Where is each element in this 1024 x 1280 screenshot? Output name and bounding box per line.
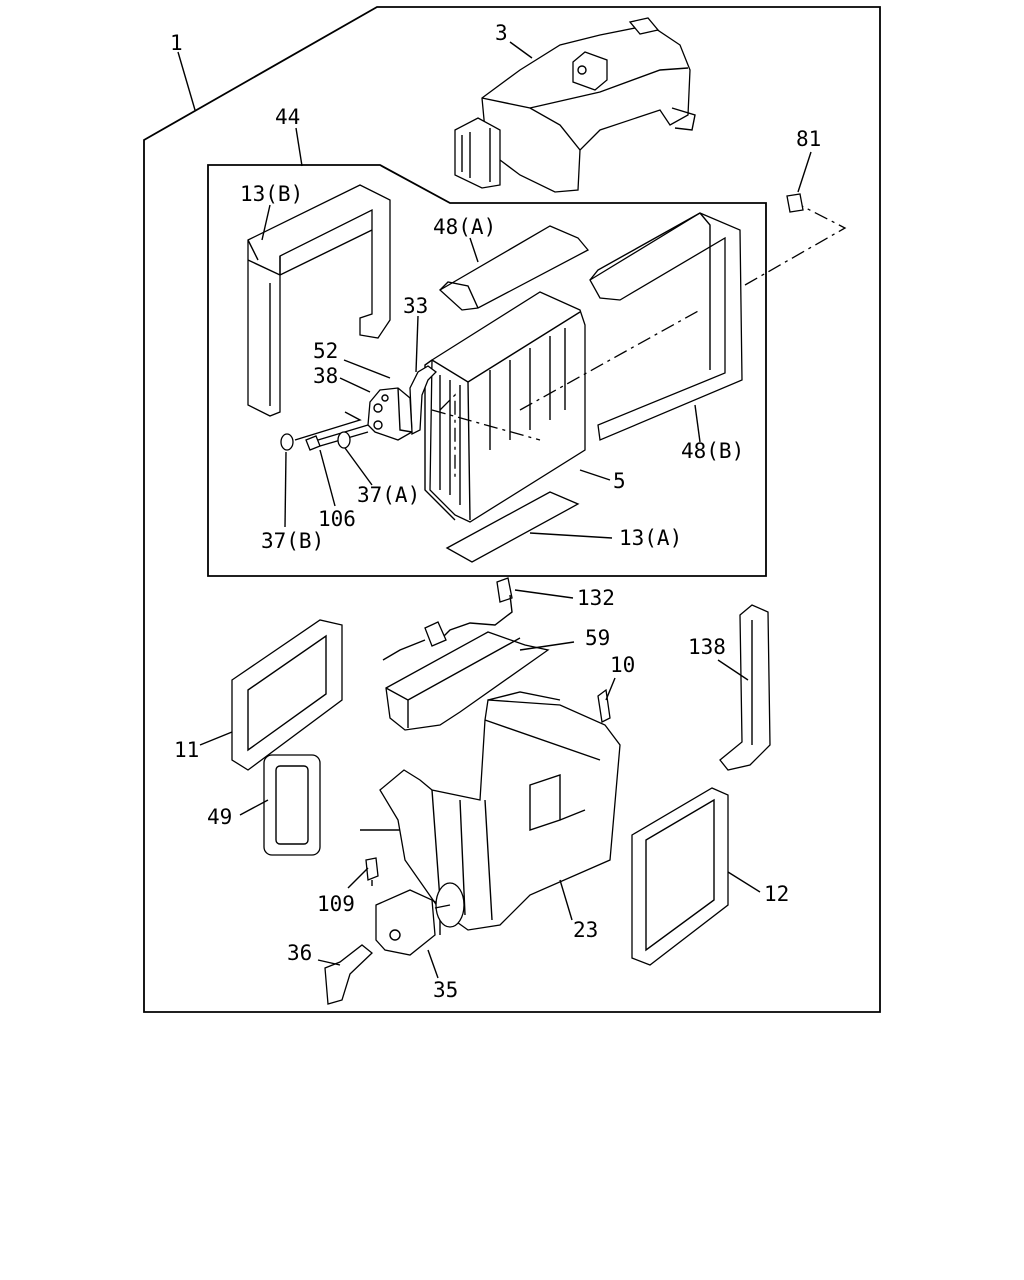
callout-37a: 37(A) [357, 483, 420, 507]
evaporator-subassembly-frame [207, 164, 767, 577]
callout-38: 38 [313, 364, 338, 388]
clip-81-part [786, 193, 804, 213]
sensor-132-part [382, 577, 513, 661]
hose-36-part [324, 944, 373, 1005]
o-ring-37b-part [280, 433, 294, 451]
callout-81: 81 [796, 127, 821, 151]
callout-106: 106 [318, 507, 356, 531]
callout-44: 44 [275, 105, 300, 129]
callout-3: 3 [495, 21, 508, 45]
callout-37b: 37(B) [261, 529, 324, 553]
o-ring-37a-part [337, 431, 351, 449]
bracket-13b-part [247, 184, 391, 417]
gasket-11-part [231, 619, 343, 771]
evaporator-core-part [424, 291, 586, 523]
leader-lines [177, 41, 812, 979]
callout-11: 11 [174, 738, 199, 762]
callout-48a: 48(A) [433, 215, 496, 239]
gasket-12-part [631, 787, 729, 966]
expansion-valve-part [367, 387, 413, 441]
blower-motor-35-part [375, 882, 465, 956]
callout-48b: 48(B) [681, 439, 744, 463]
callout-1: 1 [170, 31, 183, 55]
seal-48a-part [438, 225, 590, 311]
bolt-106-part [305, 424, 369, 451]
seal-48b-part [589, 212, 743, 441]
callout-35: 35 [433, 978, 458, 1002]
callout-49: 49 [207, 805, 232, 829]
assembly-frame [143, 6, 881, 1013]
callout-13b: 13(B) [240, 182, 303, 206]
callout-138: 138 [688, 635, 726, 659]
callout-132: 132 [577, 586, 615, 610]
callout-36: 36 [287, 941, 312, 965]
callout-5: 5 [613, 469, 626, 493]
screw-109-part [365, 857, 379, 886]
callout-12: 12 [764, 882, 789, 906]
foam-13a-part [445, 491, 580, 563]
seal-49-part [263, 754, 321, 856]
callout-59: 59 [585, 626, 610, 650]
drain-tray-59-part [385, 631, 550, 731]
pipe-33-part [409, 365, 437, 436]
upper-case-part [454, 17, 696, 193]
callout-33: 33 [403, 294, 428, 318]
callout-labels: 1 3 44 81 13(B) 48(A) 33 52 38 48(B) 5 3… [170, 21, 821, 1002]
bracket-138-part [719, 604, 771, 771]
callout-109: 109 [317, 892, 355, 916]
callout-13a: 13(A) [619, 526, 682, 550]
callout-23: 23 [573, 918, 598, 942]
callout-10: 10 [610, 653, 635, 677]
callout-52: 52 [313, 339, 338, 363]
